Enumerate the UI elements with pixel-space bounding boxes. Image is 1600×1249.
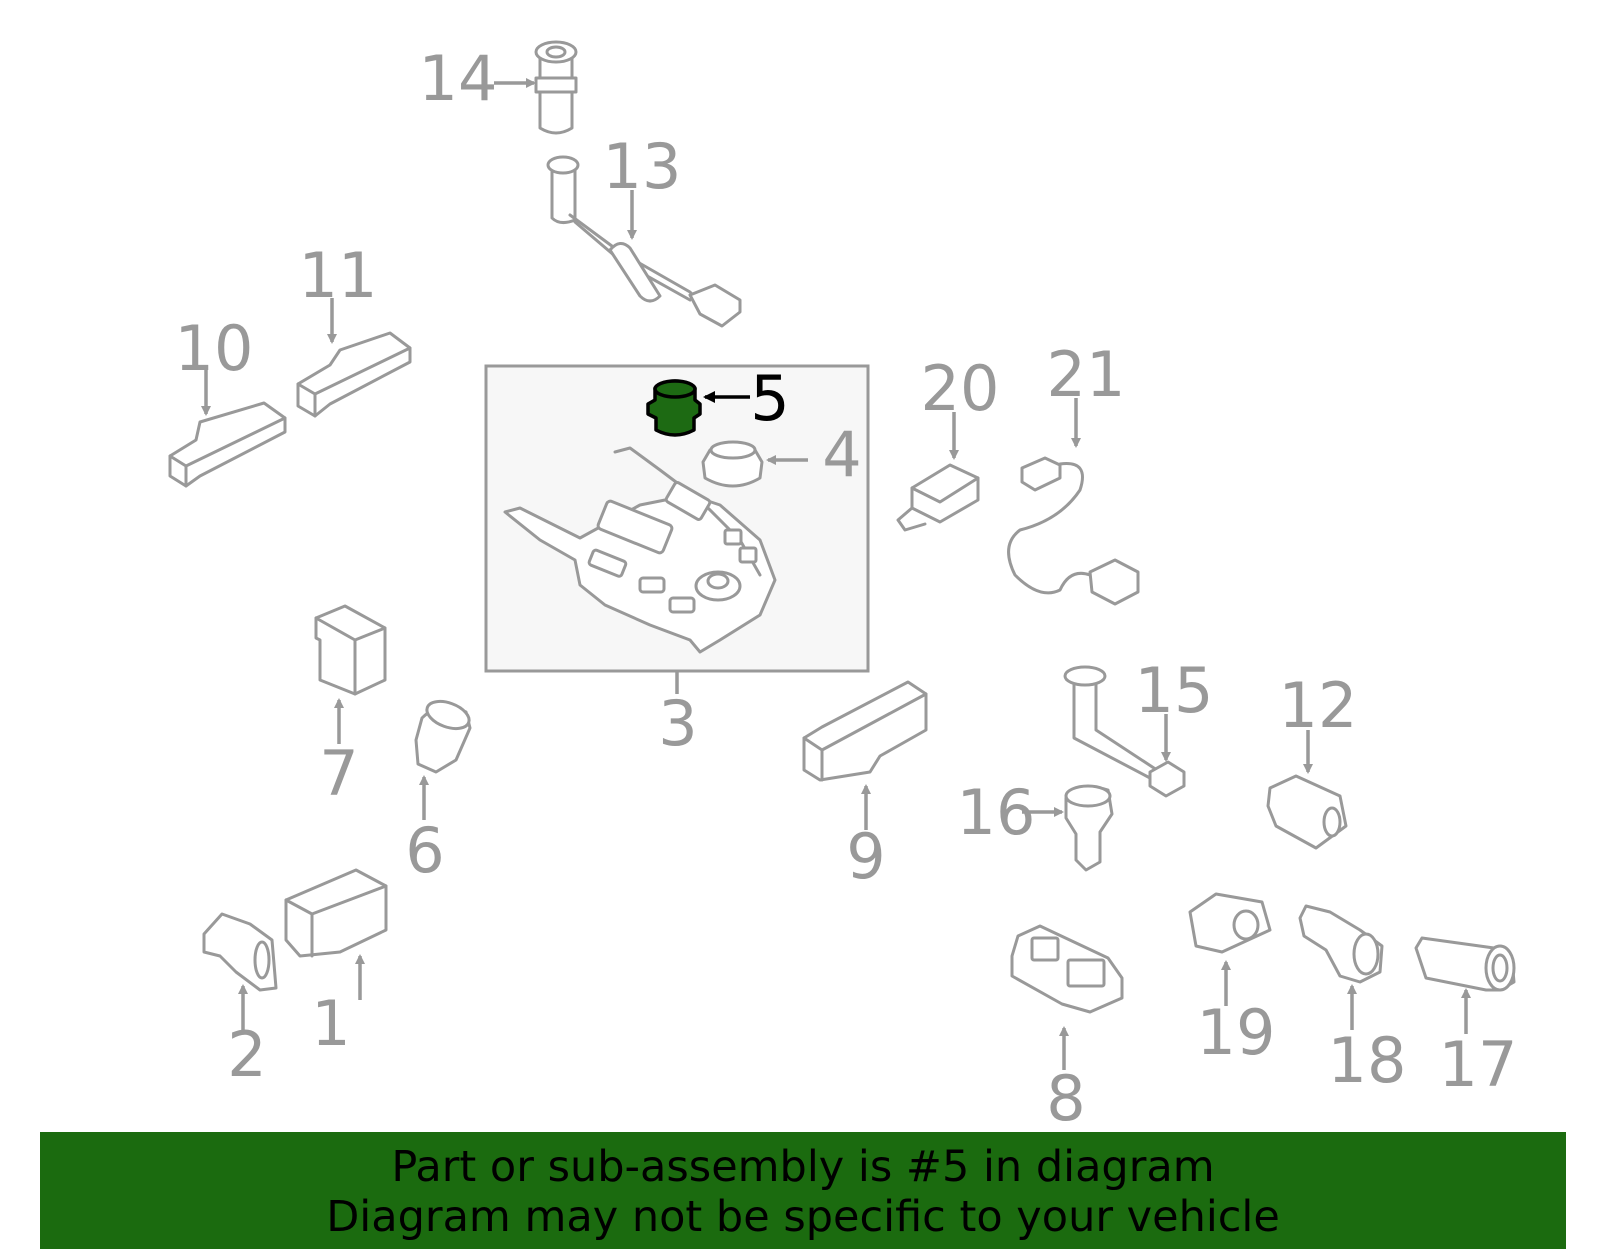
callout-8: 8 <box>1046 1062 1085 1130</box>
part-20-sensor[interactable] <box>896 463 980 532</box>
callout-11: 11 <box>299 239 378 312</box>
caption-line-1: Part or sub-assembly is #5 in diagram <box>391 1142 1215 1192</box>
callout-1: 1 <box>311 987 350 1060</box>
part-2-bracket[interactable] <box>202 912 278 992</box>
callout-13: 13 <box>603 130 682 203</box>
part-7-switch-block[interactable] <box>314 604 387 696</box>
callout-20: 20 <box>921 352 1000 425</box>
caption-line-2: Diagram may not be specific to your vehi… <box>326 1192 1280 1242</box>
callout-18: 18 <box>1328 1024 1407 1097</box>
part-8-switch-panel[interactable] <box>1010 924 1124 1014</box>
part-10-switch-strip[interactable] <box>168 401 287 488</box>
part-12-connector[interactable] <box>1266 774 1348 850</box>
callout-17: 17 <box>1439 1028 1518 1101</box>
part-11-switch-strip[interactable] <box>296 331 412 418</box>
part-15-socket-arm[interactable] <box>1063 665 1186 798</box>
part-6-knob[interactable] <box>414 696 473 774</box>
callout-5: 5 <box>750 362 789 435</box>
exploded-parts-diagram: 1 2 3 4 5 6 7 8 9 10 11 12 13 14 15 16 1… <box>168 40 1518 1130</box>
callout-7: 7 <box>319 737 358 810</box>
callout-6: 6 <box>405 814 444 887</box>
part-21-wire-harness[interactable] <box>1007 456 1140 606</box>
part-9-switch-panel[interactable] <box>802 680 928 782</box>
part-13-socket-harness[interactable] <box>546 155 742 328</box>
callout-4: 4 <box>822 418 861 491</box>
part-14-socket[interactable] <box>534 40 578 135</box>
part-16-lamp[interactable] <box>1064 784 1114 872</box>
callout-16: 16 <box>957 776 1036 849</box>
callout-14: 14 <box>419 42 498 115</box>
part-1-switch-housing[interactable] <box>284 868 388 958</box>
part-19-cover[interactable] <box>1188 892 1272 954</box>
callout-3: 3 <box>658 687 697 760</box>
part-4-cap[interactable] <box>701 440 764 488</box>
callout-19: 19 <box>1197 996 1276 1069</box>
part-5-highlighted[interactable] <box>646 379 702 437</box>
callout-15: 15 <box>1135 654 1214 727</box>
caption-banner: Part or sub-assembly is #5 in diagram Di… <box>40 1132 1566 1249</box>
part-3-console-panel[interactable] <box>503 446 777 654</box>
callout-12: 12 <box>1279 669 1358 742</box>
part-17-socket[interactable] <box>1414 936 1516 992</box>
callout-2: 2 <box>227 1018 266 1091</box>
callout-10: 10 <box>175 312 254 385</box>
callout-9: 9 <box>846 820 885 893</box>
part-18-socket[interactable] <box>1298 904 1384 984</box>
callout-21: 21 <box>1047 338 1126 411</box>
